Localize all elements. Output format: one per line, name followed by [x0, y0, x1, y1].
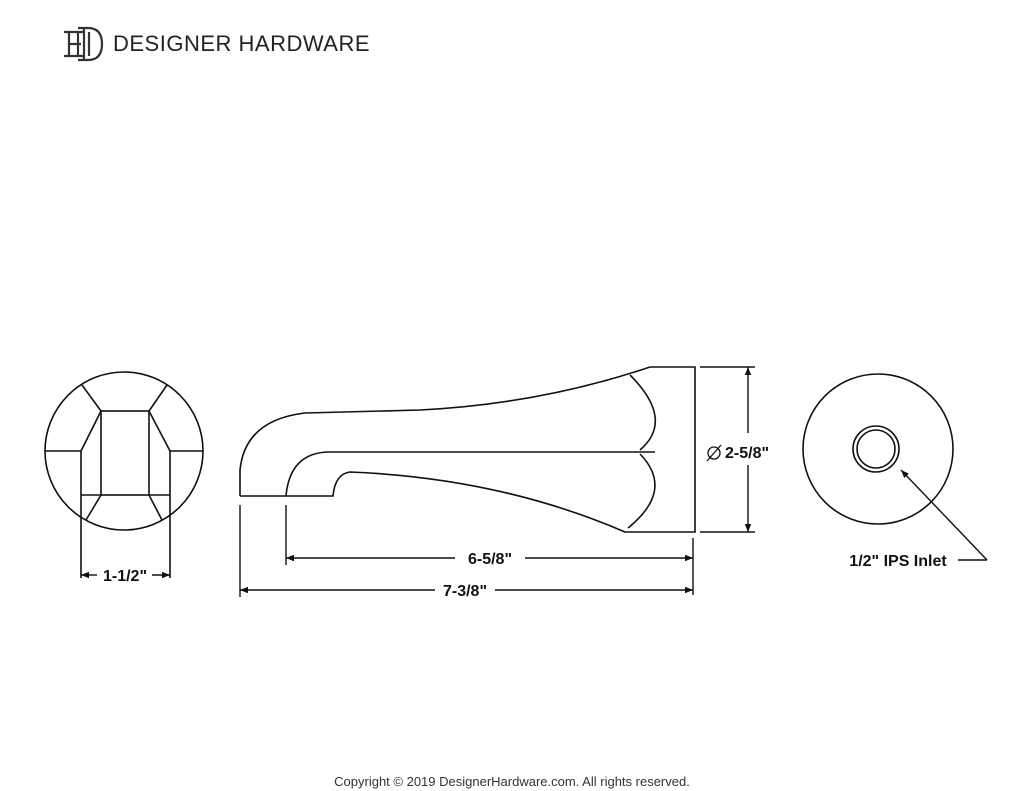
- diameter-label: 2-5/8": [725, 445, 769, 462]
- end-view-width-label: 1-1/2": [103, 568, 147, 585]
- brand-header: DESIGNER HARDWARE: [62, 24, 370, 64]
- dimension-lines: [81, 366, 988, 597]
- hd-monogram-logo-icon: [64, 26, 104, 62]
- end-view-right: [802, 373, 954, 525]
- diameter-symbol-icon: [706, 444, 722, 462]
- brand-name: DESIGNER HARDWARE: [113, 31, 371, 56]
- end-view-left: [44, 371, 204, 578]
- copyright-footer: Copyright © 2019 DesignerHardware.com. A…: [334, 774, 690, 789]
- overall-length-label: 7-3/8": [443, 583, 487, 600]
- spout-length-label: 6-5/8": [468, 551, 512, 568]
- inlet-label: 1/2" IPS Inlet: [849, 553, 947, 570]
- spout-side-view: [239, 366, 696, 533]
